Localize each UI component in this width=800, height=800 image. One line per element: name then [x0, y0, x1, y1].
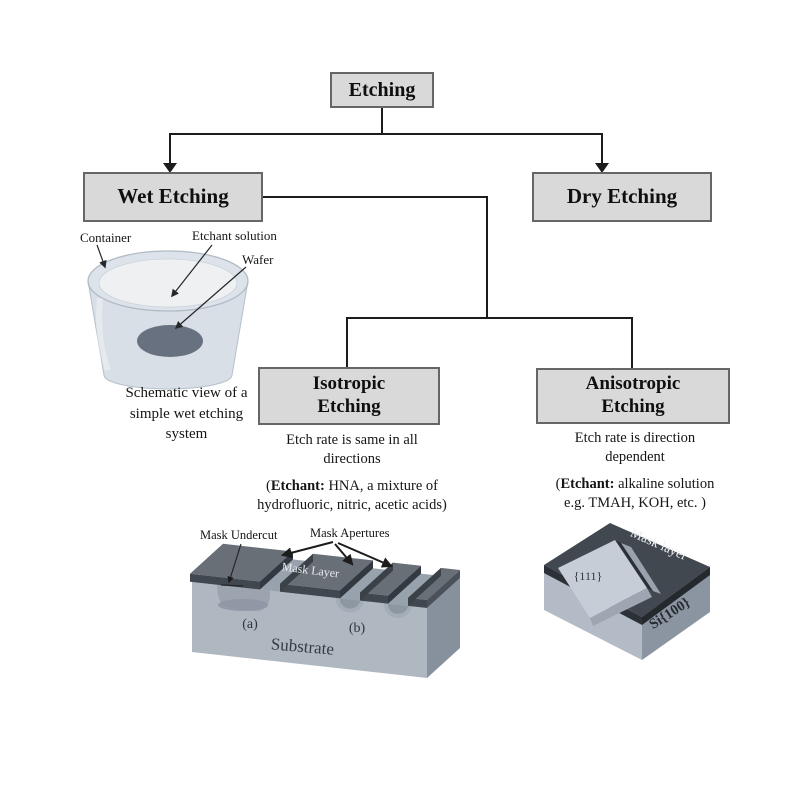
- mask3-front: [360, 592, 388, 604]
- isotropic-etchant-rest: HNA, a mixture of: [324, 477, 438, 494]
- mask-pit-lip: [615, 540, 653, 591]
- wet-figure-caption: Schematic view of a simple wet etching s…: [95, 383, 278, 445]
- mask4-right-side: [427, 570, 460, 608]
- pit-sloped-face-111: [558, 540, 647, 618]
- node-wet-etching: Wet Etching: [83, 172, 263, 222]
- anisotropic-etchant-open: (: [555, 475, 561, 492]
- mask3-right-end: [388, 565, 421, 604]
- node-isotropic-etching: Isotropic Etching: [258, 367, 440, 425]
- wet-etching-figure: Container Etchant solution Wafer: [80, 228, 277, 390]
- undercut-leader-line: [227, 543, 242, 584]
- etchant-solution-label: Etchant solution: [192, 228, 277, 243]
- isotropic-etching-figure: Mask Undercut Mask Apertures Mask Layer …: [190, 526, 460, 678]
- node-etching: Etching: [330, 72, 434, 108]
- node-isotropic-line1: Isotropic: [312, 373, 386, 395]
- wafer-arrow: [174, 266, 247, 330]
- anisotropic-etchant-label: Etchant:: [560, 475, 615, 492]
- node-anisotropic-etching: Anisotropic Etching: [536, 368, 730, 424]
- anisotropic-etching-figure: Mask layer {111} Si{100}: [544, 523, 710, 660]
- anisotropic-desc-line2: dependent: [605, 449, 665, 466]
- mask2-right-end: [340, 560, 373, 599]
- pit-lower-facet: [590, 588, 652, 626]
- node-anisotropic-line2: Etching: [601, 396, 665, 417]
- isotropic-desc-line2: directions: [323, 451, 381, 468]
- wafer-label: Wafer: [242, 252, 274, 267]
- isotropic-desc-line1: Etch rate is same in all: [286, 432, 418, 448]
- container-label: Container: [80, 230, 132, 245]
- wafer-ellipse: [137, 325, 203, 357]
- aperture-arrow-3: [337, 542, 394, 568]
- anisotropic-etchant-line2: e.g. TMAH, KOH, etc. ): [564, 495, 706, 512]
- label-a: (a): [242, 617, 258, 632]
- undercut-tick: [220, 584, 244, 587]
- isotropic-etchant-open: (: [266, 477, 271, 494]
- node-dry-etching: Dry Etching: [532, 172, 712, 222]
- mask2-left-end: [280, 553, 313, 592]
- isotropic-etchant-line1: (Etchant: HNA, a mixture of: [232, 477, 472, 496]
- mask-undercut-label: Mask Undercut: [200, 528, 278, 542]
- arrowhead-dry: [595, 163, 609, 173]
- etchant-arrow: [171, 244, 213, 298]
- undercut-leader: [220, 543, 244, 587]
- mask4-left-end: [408, 567, 441, 606]
- pit-right-wall: [621, 543, 661, 594]
- isotropic-description: Etch rate is same in all directions (Etc…: [232, 431, 472, 516]
- node-dry-etching-label: Dry Etching: [566, 184, 678, 209]
- beaker-highlight: [96, 297, 111, 372]
- mask3-top: [360, 562, 421, 596]
- node-anisotropic-line1: Anisotropic: [585, 373, 681, 395]
- connector-lines: [169, 108, 633, 368]
- container-arrow: [96, 244, 107, 269]
- aperture-arrow-1: [280, 541, 334, 559]
- aperture-arrows: [280, 541, 394, 568]
- isotropic-etchant-line2: hydrofluoric, nitric, acetic acids): [257, 497, 447, 514]
- substrate-right-face: [427, 578, 460, 678]
- caption-line-1: Schematic view of a: [125, 385, 248, 401]
- mask2-front: [280, 583, 340, 599]
- mask-apertures-label: Mask Apertures: [310, 526, 390, 540]
- anisotropic-etchant-rest: alkaline solution: [614, 475, 715, 492]
- caption-line-2: simple wet etching: [129, 405, 244, 422]
- anisotropic-desc-line1: Etch rate is direction: [574, 430, 696, 446]
- isotropic-etchant-label: Etchant:: [270, 477, 325, 494]
- si-right-face: [642, 567, 710, 660]
- arrowhead-wet: [163, 163, 177, 173]
- node-etching-label: Etching: [348, 79, 416, 101]
- trench-floor: [218, 599, 268, 611]
- mask1-right-end: [260, 551, 293, 590]
- caption-line-3: system: [165, 426, 208, 443]
- groove2-shadow: [387, 603, 408, 614]
- mask-layer-label: Mask Layer: [281, 560, 340, 581]
- anisotropic-etchant-line1: (Etchant: alkaline solution: [518, 475, 752, 494]
- mask3-left-end: [360, 562, 393, 601]
- mask-front-right-edge: [642, 567, 710, 625]
- node-wet-etching-label: Wet Etching: [117, 184, 229, 209]
- anisotropic-description: Etch rate is direction dependent (Etchan…: [518, 429, 752, 514]
- wet-figure-leaders: [96, 244, 247, 330]
- groove1-shadow: [339, 598, 360, 609]
- node-isotropic-line2: Etching: [317, 396, 381, 417]
- plane-111-label: {111}: [574, 569, 603, 583]
- label-b: (b): [349, 621, 366, 636]
- aperture-arrow-2: [334, 543, 354, 566]
- mask1-top: [190, 543, 293, 582]
- etchant-solution-surface: [98, 258, 238, 308]
